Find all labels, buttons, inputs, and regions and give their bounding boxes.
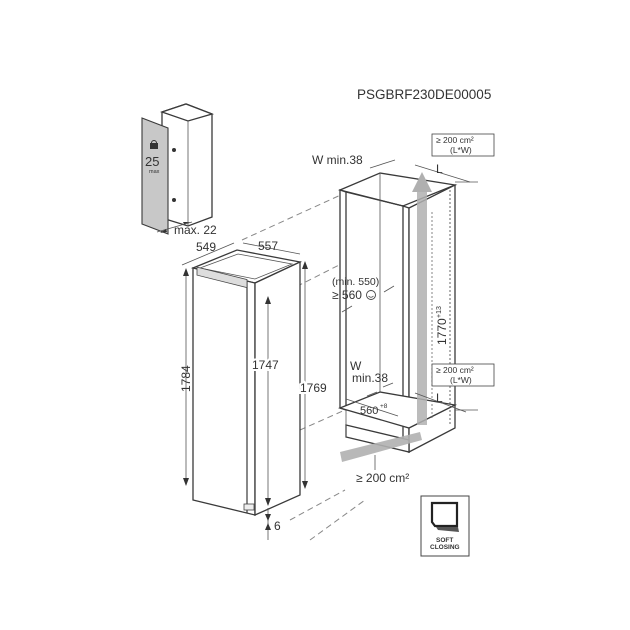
- appliance-depth: 549: [196, 240, 216, 254]
- side-height: 1769: [300, 381, 327, 395]
- svg-text:CLOSING: CLOSING: [430, 544, 460, 551]
- svg-text:+8: +8: [380, 403, 388, 410]
- max-door-thickness: max. 22: [174, 223, 217, 237]
- appliance-width: 557: [258, 239, 278, 253]
- niche-illustration: [337, 172, 458, 462]
- bottom-vent-area-box: ≥ 200 cm² (L*W): [431, 363, 495, 387]
- appliance-dimension-lines: [181, 242, 308, 540]
- svg-text:560: 560: [360, 405, 378, 417]
- appliance-illustration: [190, 249, 303, 517]
- door-weight-unit: max: [149, 169, 160, 175]
- niche-depth-recommended: ≥ 560: [332, 288, 362, 302]
- svg-text:≥ 200 cm²: ≥ 200 cm²: [436, 135, 474, 145]
- door-inset-illustration: 25 max: [141, 103, 215, 235]
- plinth-vent-area: ≥ 200 cm²: [356, 471, 409, 485]
- niche-width: 560 +8: [360, 403, 388, 417]
- weight-icon: [150, 143, 158, 149]
- svg-text:SOFT: SOFT: [436, 537, 453, 544]
- svg-text:≥ 200 cm²: ≥ 200 cm²: [436, 365, 474, 375]
- door-height: 1747: [252, 358, 279, 372]
- svg-text:(L*W): (L*W): [450, 375, 472, 385]
- model-code: PSGBRF230DE00005: [357, 87, 491, 102]
- svg-text:+13: +13: [436, 306, 443, 318]
- svg-text:(L*W): (L*W): [450, 145, 472, 155]
- door-weight-value: 25: [145, 154, 159, 169]
- smiley-icon: [366, 290, 376, 300]
- soft-closing-door-icon: [430, 501, 459, 532]
- bottom-gap: 6: [274, 519, 281, 533]
- bottom-vent-width-line2: min.38: [352, 371, 388, 385]
- appliance-total-height: 1784: [179, 365, 193, 392]
- top-vent-width: W min.38: [312, 153, 363, 167]
- niche-height: 1770 +13: [435, 306, 449, 345]
- top-vent-area-box: ≥ 200 cm² (L*W): [431, 133, 495, 157]
- soft-closing-badge: SOFT CLOSING: [420, 495, 470, 557]
- svg-text:1770: 1770: [435, 318, 449, 345]
- bottom-vent-width-line1: W: [350, 359, 362, 373]
- bottom-vent-length: L: [436, 391, 443, 405]
- top-vent-length: L: [436, 162, 443, 176]
- niche-depth-min: (min. 550): [332, 276, 379, 288]
